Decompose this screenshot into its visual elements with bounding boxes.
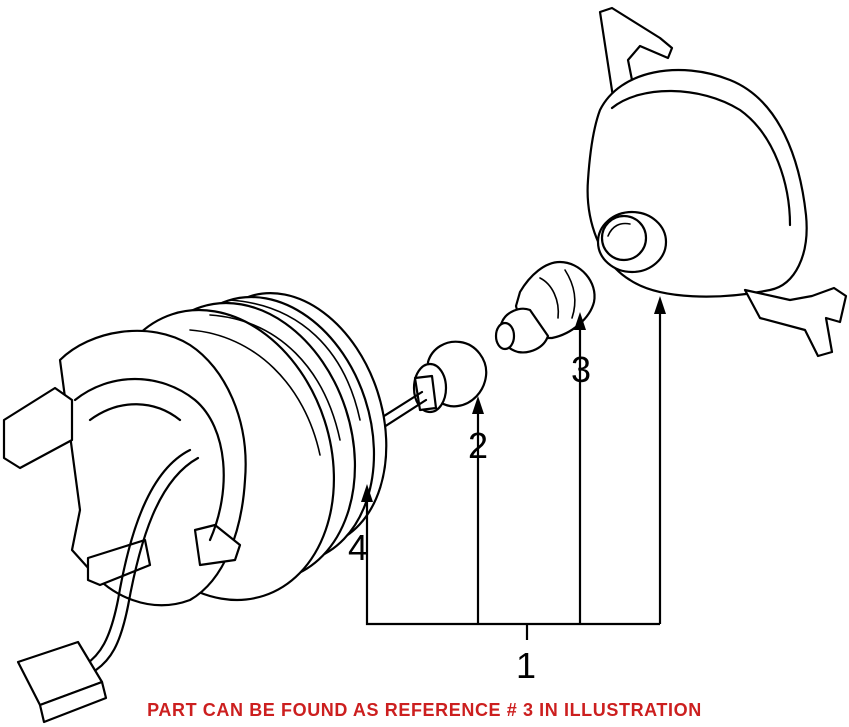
callout-1: 1 bbox=[516, 645, 536, 686]
reference-notice: PART CAN BE FOUND AS REFERENCE # 3 IN IL… bbox=[147, 700, 702, 720]
bulb-holder-icon bbox=[412, 340, 488, 414]
callout-4: 4 bbox=[348, 527, 368, 568]
leader-lines bbox=[361, 296, 666, 640]
callout-2: 2 bbox=[468, 425, 488, 466]
fog-lamp-housing-icon bbox=[586, 6, 848, 358]
bulb-icon bbox=[494, 260, 596, 354]
socket-assembly-icon bbox=[2, 292, 428, 724]
callout-3: 3 bbox=[571, 349, 591, 390]
